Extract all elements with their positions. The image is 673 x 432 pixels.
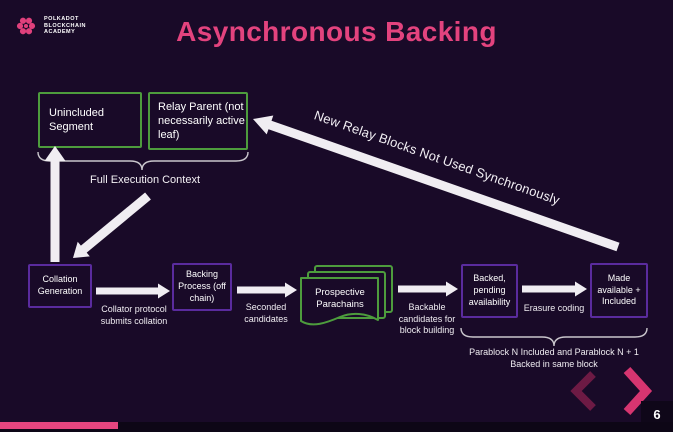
prev-slide-chevron-icon[interactable] xyxy=(570,371,596,411)
logo-line-1: POLKADOT xyxy=(44,16,79,23)
flow-arrow-2-icon xyxy=(237,282,297,298)
prospective-parachains-label: Prospective Parachains xyxy=(315,287,365,311)
backed-pending-label: Backed, pending availability xyxy=(468,273,511,307)
polkadot-academy-logo: POLKADOT BLOCKCHAIN ACADEMY xyxy=(14,14,86,38)
made-available-label: Made available + Included xyxy=(597,272,641,307)
backed-pending-box: Backed, pending availability xyxy=(461,264,518,318)
slide-navigation xyxy=(570,366,653,416)
polkadot-logo-icon xyxy=(16,17,36,35)
page-number: 6 xyxy=(653,406,661,422)
logo-line-2: BLOCKCHAIN xyxy=(44,22,86,29)
full-execution-context-label: Full Execution Context xyxy=(89,174,201,186)
relay-parent-box: Relay Parent (not necessarily active lea… xyxy=(148,92,248,150)
seconded-candidates-caption: Seconded candidates xyxy=(244,302,288,324)
backing-process-box: Backing Process (off chain) xyxy=(172,263,232,311)
logo-wordmark: POLKADOT BLOCKCHAIN ACADEMY xyxy=(44,16,86,36)
collator-protocol-caption: Collator protocol submits collation xyxy=(100,304,168,326)
logo-line-3: ACADEMY xyxy=(44,29,76,36)
footer-accent-bar xyxy=(0,422,118,429)
collation-generation-box: Collation Generation xyxy=(28,264,92,308)
backing-process-label: Backing Process (off chain) xyxy=(178,269,226,303)
parablock-note-line1: Parablock N Included and Parablock N + 1 xyxy=(469,347,639,357)
backable-candidates-caption: Backable candidates for block building xyxy=(398,302,456,336)
execution-context-brace xyxy=(37,151,249,171)
collation-generation-label: Collation Generation xyxy=(37,274,83,296)
context-to-collation-arrow-icon xyxy=(73,192,151,258)
made-available-box: Made available + Included xyxy=(590,263,648,318)
up-arrow-icon xyxy=(44,146,66,262)
stacked-pages-icon xyxy=(300,265,393,326)
parablock-note-line2: Backed in same block xyxy=(510,359,598,369)
erasure-coding-caption: Erasure coding xyxy=(523,303,585,313)
unincluded-segment-label: Unincluded Segment xyxy=(49,106,105,133)
next-slide-chevron-icon[interactable] xyxy=(623,366,653,416)
relay-parent-label: Relay Parent (not necessarily active lea… xyxy=(158,100,245,142)
flow-arrow-1-icon xyxy=(96,283,170,299)
flow-arrow-3-icon xyxy=(398,281,458,297)
page-title: Asynchronous Backing xyxy=(176,16,497,47)
flow-arrow-4-icon xyxy=(522,281,587,297)
unincluded-segment-box: Unincluded Segment xyxy=(38,92,142,148)
parablock-brace xyxy=(460,327,648,347)
new-relay-blocks-arrow-icon xyxy=(253,115,620,252)
footer-strip xyxy=(0,422,673,432)
